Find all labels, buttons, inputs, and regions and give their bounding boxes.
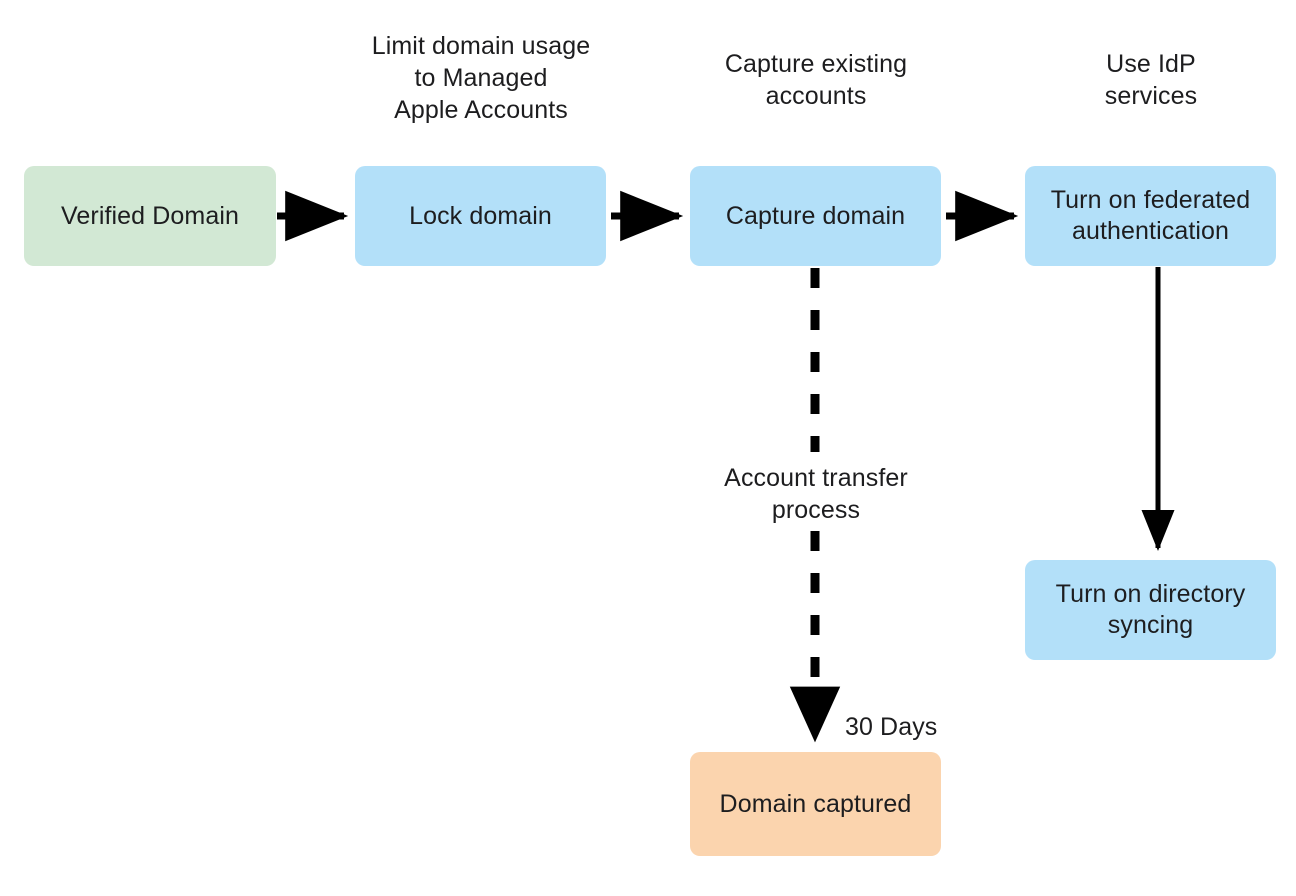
- node-verified-domain[interactable]: Verified Domain: [24, 166, 276, 266]
- node-turn-on-federated-authentication[interactable]: Turn on federated authentication: [1025, 166, 1276, 266]
- node-domain-captured[interactable]: Domain captured: [690, 752, 941, 856]
- edge-label-account-transfer-process: Account transfer process: [724, 464, 908, 524]
- node-turn-on-directory-syncing[interactable]: Turn on directory syncing: [1025, 560, 1276, 660]
- node-capture-domain[interactable]: Capture domain: [690, 166, 941, 266]
- caption-capture-domain: Capture existing accounts: [724, 50, 908, 110]
- caption-lock-domain: Limit domain usage to Managed Apple Acco…: [371, 32, 591, 124]
- node-lock-domain[interactable]: Lock domain: [355, 166, 606, 266]
- caption-federated-authentication: Use IdP services: [1104, 50, 1198, 110]
- edge-label-30-days: 30 Days: [845, 713, 938, 741]
